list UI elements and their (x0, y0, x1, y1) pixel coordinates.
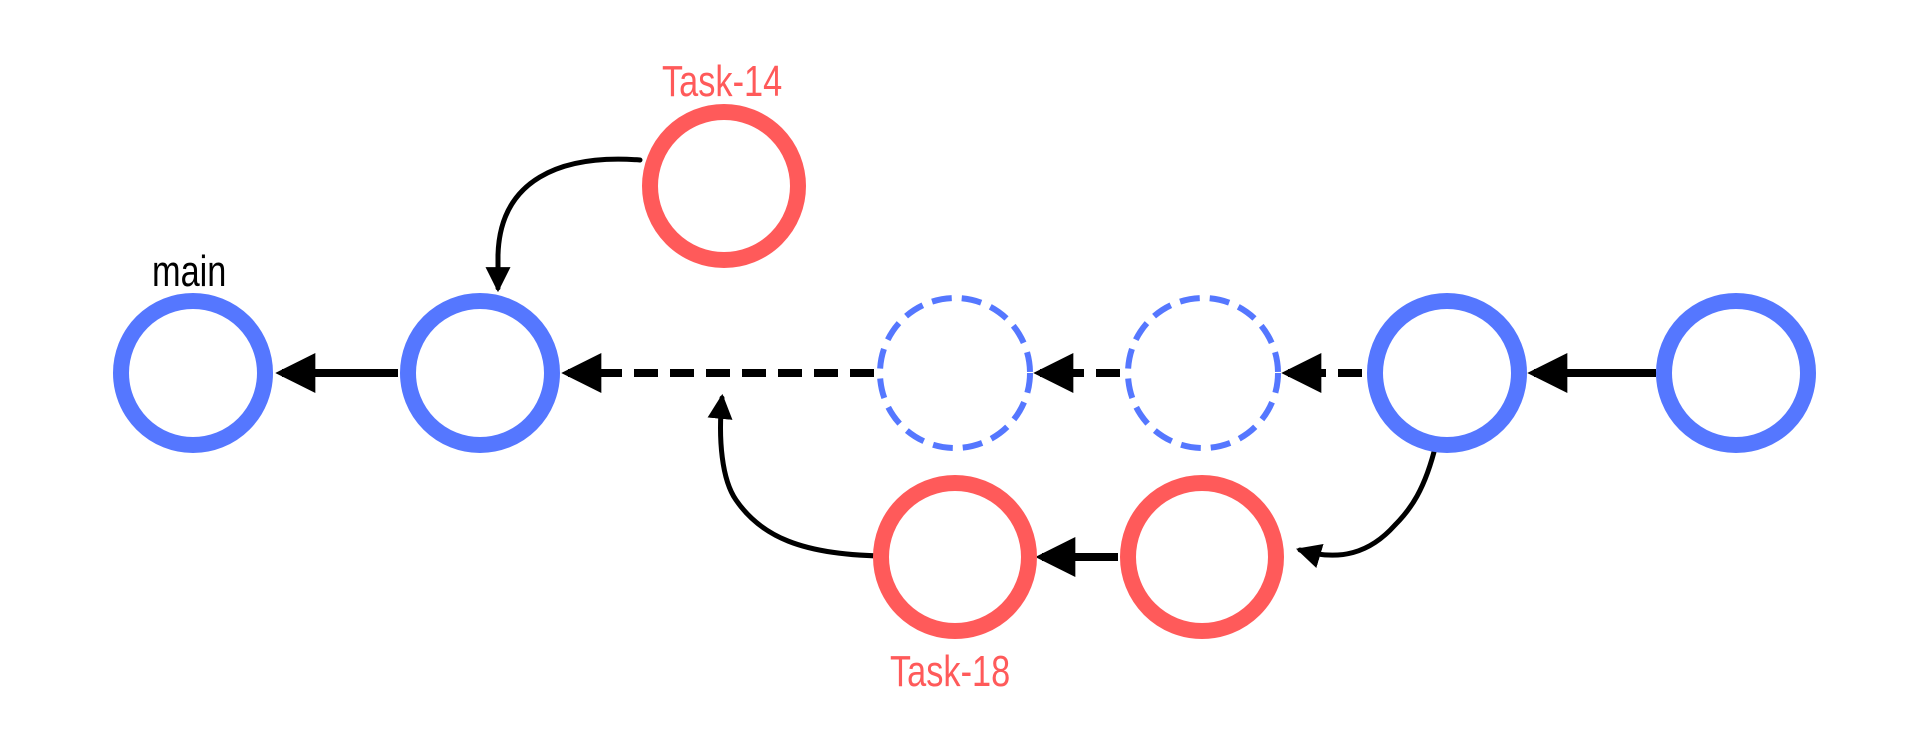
commit-node (1367, 293, 1527, 453)
branch-label-main: main (152, 247, 227, 296)
arrow-task18-to-dashed (707, 393, 893, 559)
task-branch-commits (642, 104, 1284, 639)
ghost-commits (877, 295, 1281, 451)
ghost-commit-node (877, 295, 1033, 451)
main-line-arrows (275, 353, 1656, 577)
branch-label-task18: Task-18 (890, 647, 1011, 696)
commit-node-task14 (642, 104, 806, 268)
main-branch-commits (113, 293, 1816, 453)
commit-node (1656, 293, 1816, 453)
ghost-commit-node (1125, 295, 1281, 451)
commit-node-task18-tip (1120, 475, 1284, 639)
arrow-task14-to-c2 (485, 156, 643, 293)
arrow-c5-to-task18b (1296, 441, 1439, 568)
commit-node-main-head (113, 293, 273, 453)
commit-node (400, 293, 560, 453)
branch-label-task14: Task-14 (662, 57, 783, 106)
branch-arrows (485, 156, 1439, 568)
commit-node-task18 (873, 475, 1037, 639)
